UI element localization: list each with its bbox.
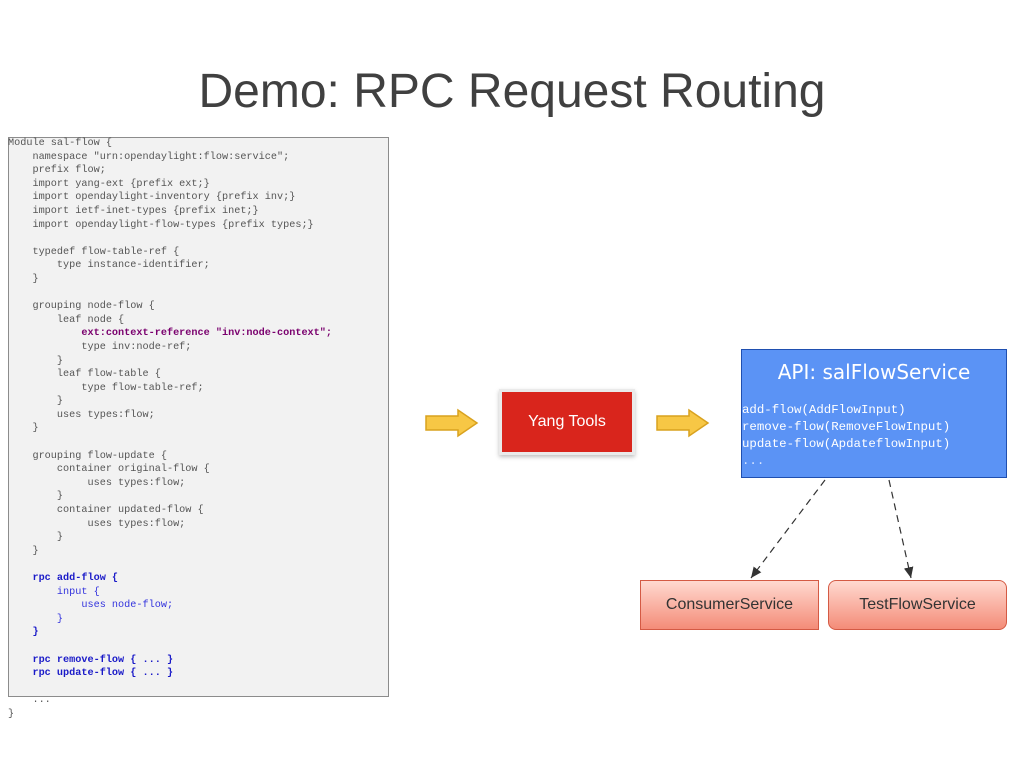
code-line: typedef flow-table-ref { [8,246,180,258]
code-line: } [8,491,64,503]
code-line: } [8,627,39,639]
api-title: API: salFlowService [777,360,971,384]
code-line: } [8,273,39,285]
code-line: } [8,545,39,557]
yang-code-listing: Module sal-flow { namespace "urn:openday… [8,137,332,722]
api-salflowservice-box: API: salFlowService add-flow(AddFlowInpu… [741,349,1007,478]
api-method-list: add-flow(AddFlowInput) remove-flow(Remov… [742,402,950,470]
arrow-right-icon [656,408,710,438]
code-line: grouping flow-update { [8,450,167,462]
code-line: } [8,423,39,435]
code-line: import yang-ext {prefix ext;} [8,178,210,190]
code-line: rpc remove-flow { ... } [8,654,174,666]
code-line: rpc add-flow { [8,573,119,584]
api-method: remove-flow(RemoveFlowInput) [742,420,951,434]
code-line: input { [8,586,100,598]
code-line: } [8,396,64,408]
yang-tools-box: Yang Tools [502,392,632,452]
slide-title: Demo: RPC Request Routing [198,65,826,118]
code-line: container updated-flow { [8,505,204,517]
dashed-arrow-to-testflow [888,479,914,579]
code-line: type flow-table-ref; [8,382,204,394]
code-line: namespace "urn:opendaylight:flow:service… [8,151,290,163]
code-line: leaf flow-table { [8,369,161,381]
api-method: add-flow(AddFlowInput) [742,403,906,417]
code-line: } [8,613,64,625]
code-line: uses types:flow; [8,477,186,489]
code-line: } [8,355,64,367]
yang-code-panel [8,137,389,697]
code-line: prefix flow; [8,165,106,177]
code-line: import ietf-inet-types {prefix inet;} [8,205,259,217]
code-line: } [8,532,64,544]
arrow-right-icon [425,408,479,438]
code-line: uses types:flow; [8,409,155,421]
api-method: update-flow(ApdateflowInput) [742,437,951,451]
code-line: ... [8,695,51,707]
api-method-ellipsis: ... [742,454,765,468]
code-line: grouping node-flow { [8,301,155,313]
code-line: } [8,708,15,720]
code-line: type inv:node-ref; [8,341,192,353]
code-line: container original-flow { [8,464,210,476]
testflow-service-box: TestFlowService [828,580,1007,630]
code-line: import opendaylight-flow-types {prefix t… [8,219,314,231]
dashed-arrow-to-consumer [750,479,826,579]
code-line: rpc update-flow { ... } [8,668,174,680]
code-line: type instance-identifier; [8,260,210,272]
code-line: import opendaylight-inventory {prefix in… [8,192,296,204]
code-line: leaf node { [8,314,125,326]
consumer-service-box: ConsumerService [640,580,819,630]
code-line: uses node-flow; [8,600,174,612]
code-line: uses types:flow; [8,518,186,530]
code-line: ext:context-reference "inv:node-context"… [8,328,333,340]
code-line: Module sal-flow { [8,138,112,149]
